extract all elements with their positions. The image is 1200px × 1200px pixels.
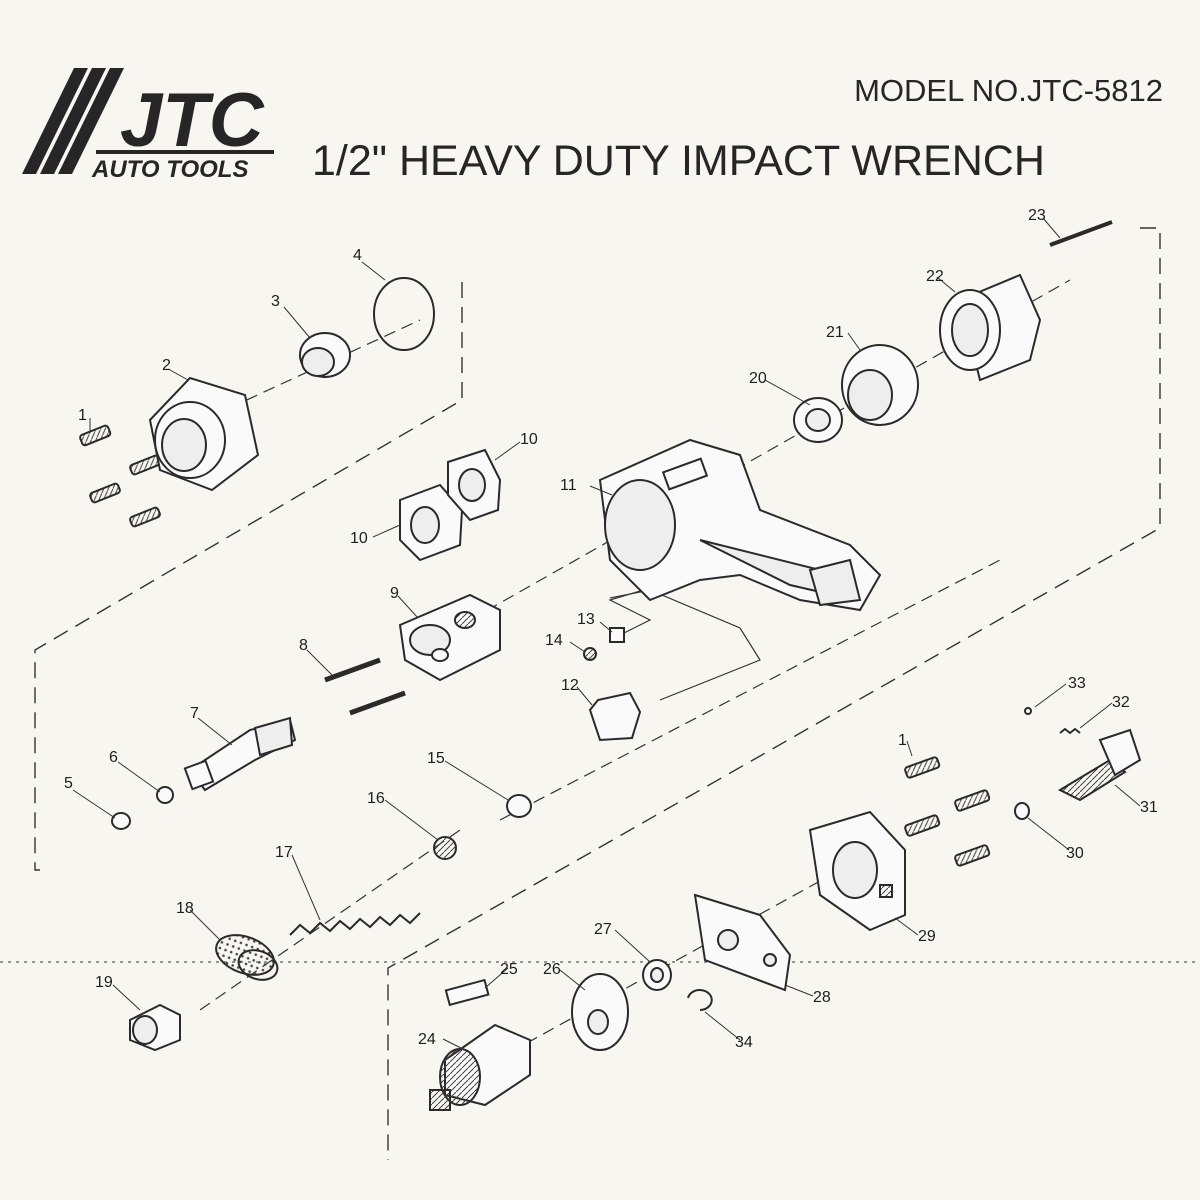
- leader-lines: [72, 217, 1141, 1051]
- rear-plate-part-26: [571, 973, 629, 1051]
- front-cover-part-2: [148, 376, 260, 492]
- spring-part-17: [289, 912, 421, 936]
- bushing-part-3: [299, 332, 351, 378]
- assembly-axes: [159, 279, 1071, 1081]
- assembly-outlines: [0, 227, 1200, 1160]
- washer-part-6: [156, 786, 174, 804]
- pin-part-8b: [349, 690, 406, 716]
- trigger-link-line: [609, 589, 761, 701]
- callout-10-upper: 10: [520, 431, 538, 448]
- logo-stripe-3: [58, 68, 124, 174]
- logo-stripe-2: [40, 68, 106, 174]
- bracket-part-13: [609, 627, 625, 643]
- housing-part-11: [598, 438, 882, 612]
- callout-1-front: 1: [78, 407, 87, 424]
- bearing-part-20: [793, 397, 843, 443]
- hammer-part-10b: [447, 448, 502, 522]
- logo-stripe-1: [22, 68, 88, 174]
- pin-part-8a: [324, 657, 381, 683]
- snap-ring-part-34: [687, 989, 713, 1011]
- screw-part-1-rear: [904, 756, 991, 867]
- cylinder-part-22: [939, 273, 1042, 382]
- callout-12: 12: [561, 677, 579, 694]
- callout-29: 29: [918, 928, 936, 945]
- callout-32: 32: [1112, 694, 1130, 711]
- callout-22: 22: [926, 268, 944, 285]
- pin-link-line: [608, 584, 661, 636]
- callout-13: 13: [577, 611, 595, 628]
- hammer-cage-part-9: [398, 593, 501, 682]
- washer-part-27: [642, 959, 672, 991]
- callout-14: 14: [545, 632, 563, 649]
- callout-1-rear: 1: [898, 732, 907, 749]
- logo-underline: [96, 150, 274, 154]
- valve-part-16: [433, 836, 457, 860]
- plug-part-19: [129, 1003, 181, 1052]
- callout-31: 31: [1140, 799, 1158, 816]
- callout-3: 3: [271, 293, 280, 310]
- callout-10-lower: 10: [350, 530, 368, 547]
- anvil-part-7: [183, 716, 297, 792]
- washer-part-5: [111, 812, 131, 830]
- ball-part-33: [1024, 707, 1032, 715]
- front-dashed-outline: [34, 282, 463, 871]
- valve-axis: [199, 829, 461, 1011]
- callout-8: 8: [299, 637, 308, 654]
- rear-dashed-outline: [387, 227, 1161, 1160]
- end-plate-part-21: [841, 344, 919, 426]
- callout-17: 17: [275, 844, 293, 861]
- callout-6: 6: [109, 749, 118, 766]
- callout-9: 9: [390, 585, 399, 602]
- callout-27: 27: [594, 921, 612, 938]
- page-title: 1/2" HEAVY DUTY IMPACT WRENCH: [312, 137, 1045, 185]
- parts-group: [79, 220, 1142, 1111]
- spring-part-32: [1059, 727, 1081, 735]
- callout-26: 26: [543, 961, 561, 978]
- callout-labels: 1 2 3 4 5 6 7 8 9 10 10 11 12 13 14 15 1…: [64, 207, 1158, 1051]
- callout-5: 5: [64, 775, 73, 792]
- callout-18: 18: [176, 900, 194, 917]
- callout-21: 21: [826, 324, 844, 341]
- callout-23: 23: [1028, 207, 1046, 224]
- vane-part-25: [444, 978, 490, 1007]
- washer-part-15: [506, 794, 532, 818]
- callout-11: 11: [560, 477, 577, 494]
- logo-subtitle: AUTO TOOLS: [91, 156, 248, 183]
- trigger-part-12: [588, 691, 642, 742]
- back-cover-part-29: [808, 810, 906, 932]
- callout-25: 25: [500, 961, 518, 978]
- callout-16: 16: [367, 790, 385, 807]
- callout-15: 15: [427, 750, 445, 767]
- brand-logo: JTC AUTO TOOLS: [22, 68, 274, 183]
- logo-wordmark: JTC: [120, 78, 265, 163]
- reverse-valve-part-31: [1057, 728, 1142, 802]
- screw-part-14: [583, 647, 597, 661]
- model-number: MODEL NO.JTC-5812: [854, 73, 1163, 108]
- callout-4: 4: [353, 247, 362, 264]
- rotor-part-24: [429, 1023, 531, 1111]
- screw-part-1: [79, 424, 161, 528]
- callout-2: 2: [162, 357, 171, 374]
- callout-28: 28: [813, 989, 831, 1006]
- callout-20: 20: [749, 370, 767, 387]
- callout-30: 30: [1066, 845, 1084, 862]
- gasket-part-28: [693, 893, 792, 992]
- o-ring-part-30: [1014, 802, 1030, 820]
- callout-7: 7: [190, 705, 199, 722]
- filter-part-18: [215, 934, 279, 981]
- o-ring-part-4: [373, 277, 435, 351]
- hammer-part-10a: [399, 483, 464, 562]
- callout-34: 34: [735, 1034, 753, 1051]
- callout-19: 19: [95, 974, 113, 991]
- pin-part-23: [1049, 220, 1113, 247]
- callout-33: 33: [1068, 675, 1086, 692]
- callout-24: 24: [418, 1031, 436, 1048]
